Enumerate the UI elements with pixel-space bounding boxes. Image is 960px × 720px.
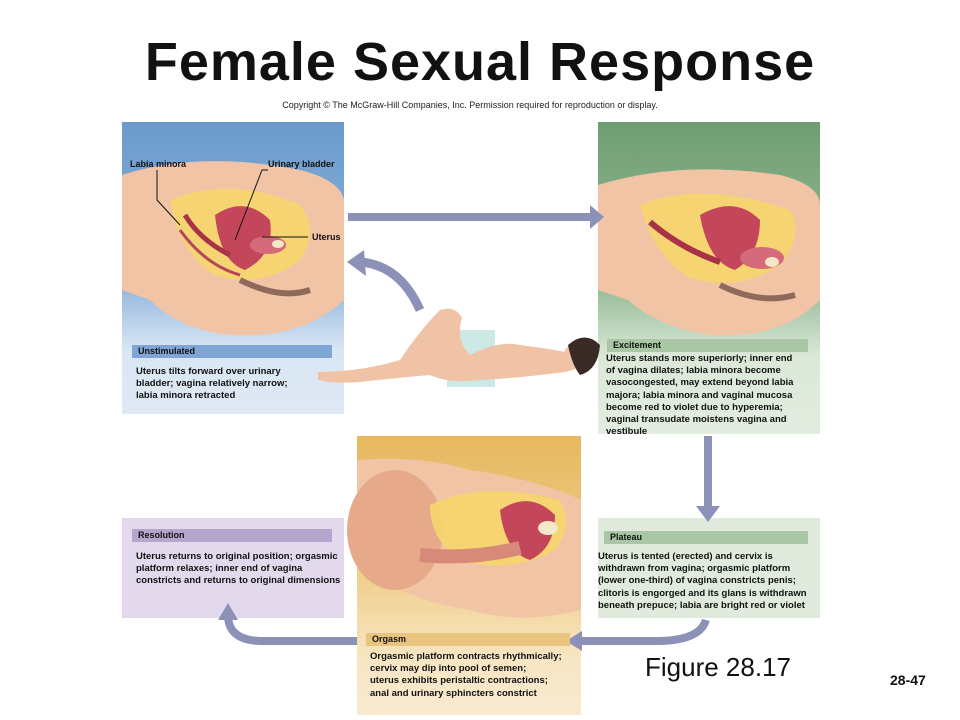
page-title: Female Sexual Response — [144, 32, 816, 92]
labia-minora-label: Labia minora — [130, 159, 187, 169]
resolution-description: Uterus returns to original position; org… — [136, 551, 341, 587]
excitement-anatomy-illustration — [598, 169, 820, 336]
plateau-label: Plateau — [604, 531, 808, 544]
uterus-label: Uterus — [312, 232, 341, 242]
plateau-description: Uterus is tented (erected) and cervix is… — [598, 551, 807, 611]
excitement-description: Uterus stands more superiorly; inner end… — [606, 353, 794, 438]
slide-number: 28-47 — [890, 672, 926, 688]
reclining-figure-illustration — [318, 308, 600, 387]
urinary-bladder-label: Urinary bladder — [268, 159, 335, 169]
anatomy-leader-lines — [156, 169, 308, 241]
copyright-notice: Copyright © The McGraw-Hill Companies, I… — [282, 100, 658, 110]
unstimulated-anatomy-illustration — [122, 161, 344, 336]
figure-number: Figure 28.17 — [645, 652, 791, 682]
unstimulated-label: Unstimulated — [132, 345, 332, 358]
resolution-label: Resolution — [132, 529, 332, 542]
orgasm-description: Orgasmic platform contracts rhythmically… — [370, 651, 562, 699]
unstimulated-description: Uterus tilts forward over urinary bladde… — [136, 366, 288, 402]
orgasm-label: Orgasm — [366, 633, 570, 646]
orgasm-anatomy-illustration — [347, 458, 581, 618]
excitement-label: Excitement — [607, 339, 808, 352]
phase-flow-arrows — [218, 205, 720, 651]
